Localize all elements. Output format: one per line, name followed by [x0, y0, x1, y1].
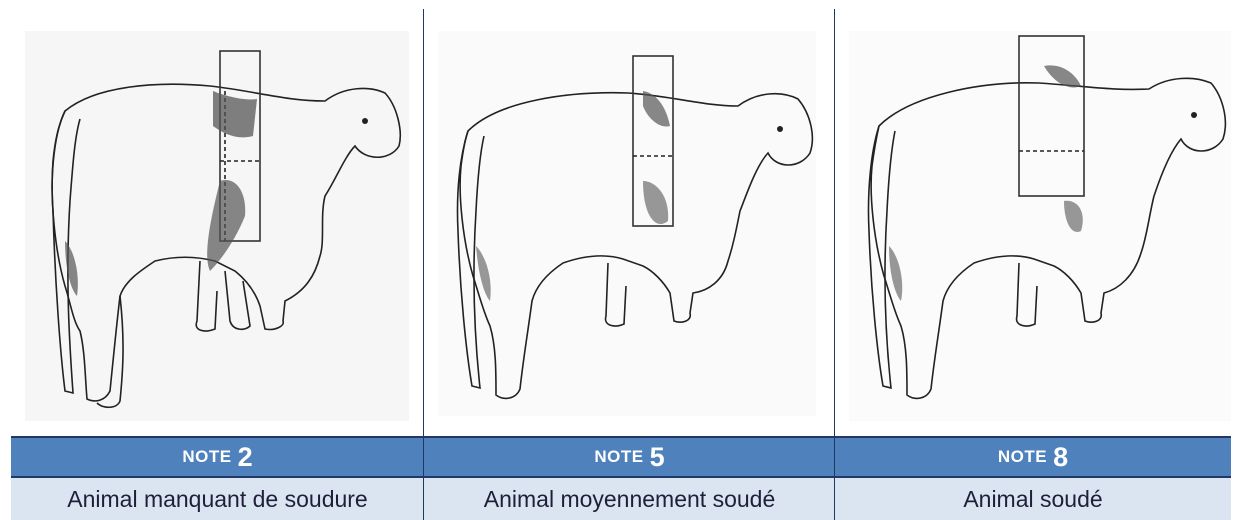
note-value: 5 [650, 442, 665, 473]
card-note-5: NOTE 5 Animal moyennement soudé [424, 9, 835, 520]
note-description: Animal soudé [835, 478, 1231, 520]
note-value: 2 [238, 442, 253, 473]
note-header: NOTE 8 [835, 436, 1231, 478]
note-header: NOTE 5 [424, 436, 835, 478]
note-value: 8 [1053, 442, 1068, 473]
card-note-2: NOTE 2 Animal manquant de soudure [11, 9, 424, 520]
note-header: NOTE 2 [11, 436, 424, 478]
cow-illustration [11, 9, 424, 436]
note-label: NOTE [182, 447, 231, 467]
note-label: NOTE [998, 447, 1047, 467]
cow-illustration [424, 9, 835, 436]
cow-illustration [835, 9, 1231, 436]
note-label: NOTE [594, 447, 643, 467]
note-description: Animal moyennement soudé [424, 478, 835, 520]
card-note-8: NOTE 8 Animal soudé [835, 9, 1231, 520]
note-description: Animal manquant de soudure [11, 478, 424, 520]
